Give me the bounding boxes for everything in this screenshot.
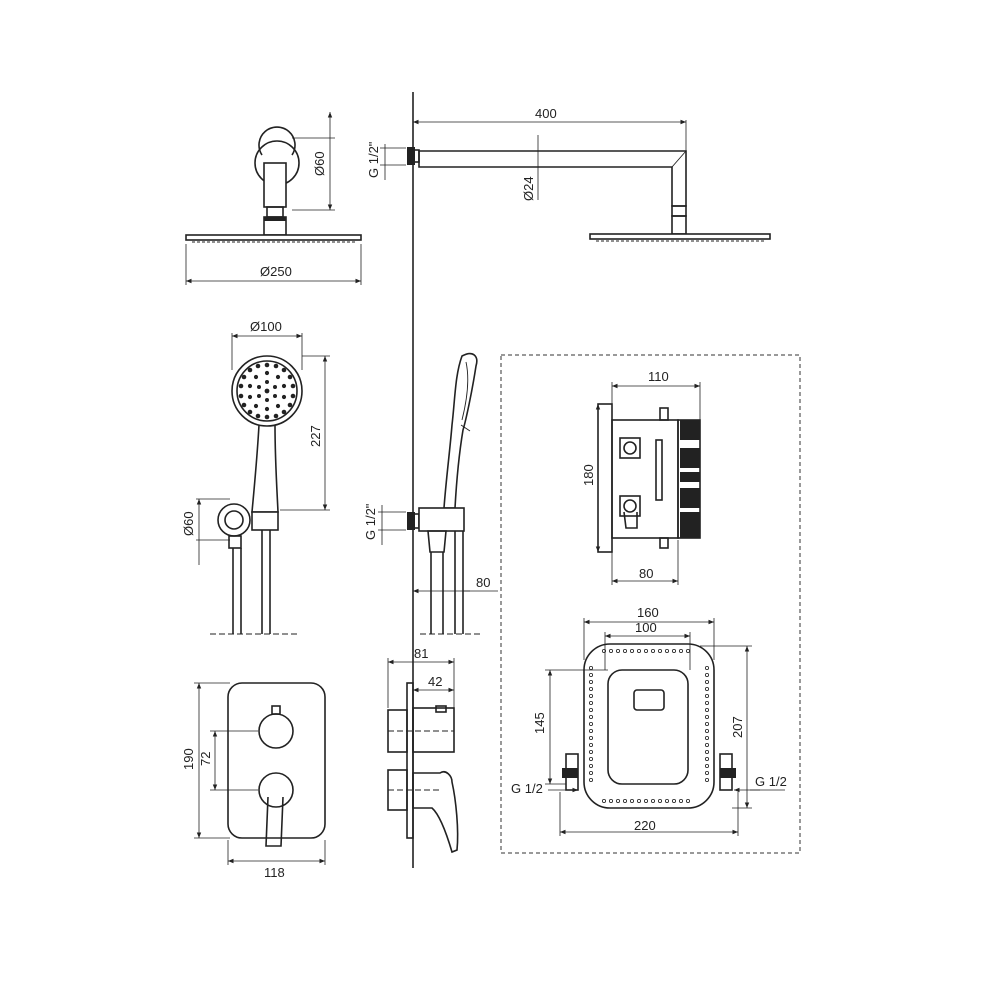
dim-inlet-right: G 1/2 xyxy=(755,774,787,789)
dim-plate-height: 190 xyxy=(181,748,196,770)
dim-holder-projection: 80 xyxy=(476,575,490,590)
dim-box-depth: 80 xyxy=(639,566,653,581)
dim-frame-inner: 100 xyxy=(635,620,657,635)
dim-holder-diameter: Ø60 xyxy=(181,511,196,536)
mixer-side-view: 81 42 xyxy=(387,646,459,854)
dim-arm-diameter: Ø24 xyxy=(521,176,536,201)
dim-frame-height-outer: 207 xyxy=(730,716,745,738)
rain-shower-front-view: Ø60 Ø250 xyxy=(185,112,362,285)
dim-hand-shower-diameter: Ø100 xyxy=(250,319,282,334)
dim-frame-total-width: 220 xyxy=(634,818,656,833)
dim-arm-length: 400 xyxy=(535,106,557,121)
nozzle-dots xyxy=(238,362,296,420)
dim-arm-thread: G 1/2" xyxy=(366,141,381,178)
hand-shower-front-view: Ø100 227 Ø60 xyxy=(181,319,330,635)
hand-shower-side-view: G 1/2" 80 xyxy=(363,352,498,635)
dim-knob-offset: 72 xyxy=(198,752,213,766)
dim-mixer-depth-total: 81 xyxy=(414,646,428,661)
concealed-box-side-view: 110 180 80 xyxy=(581,369,701,585)
dim-holder-thread: G 1/2" xyxy=(363,503,378,540)
dim-mixer-depth-knob: 42 xyxy=(428,674,442,689)
frame-holes xyxy=(589,649,710,804)
dim-box-width: 110 xyxy=(648,369,669,384)
dim-hand-shower-height: 227 xyxy=(308,425,323,447)
dim-plate-width: 118 xyxy=(264,865,285,880)
dim-frame-outer: 160 xyxy=(637,605,659,620)
rain-shower-side-view: 400 Ø24 G 1/2" xyxy=(366,106,771,242)
dim-inlet-left: G 1/2 xyxy=(511,781,543,796)
dim-frame-height-inner: 145 xyxy=(532,712,547,734)
concealed-box-front-view: 160 100 145 207 G 1/2 G 1/2 220 xyxy=(511,605,787,836)
dim-arm-flange-diameter: Ø60 xyxy=(312,151,327,176)
dim-rain-head-diameter: Ø250 xyxy=(260,264,292,279)
dim-box-height: 180 xyxy=(581,464,596,486)
concealed-box-frame xyxy=(500,354,801,854)
mixer-plate-front-view: 190 72 118 xyxy=(181,682,326,880)
